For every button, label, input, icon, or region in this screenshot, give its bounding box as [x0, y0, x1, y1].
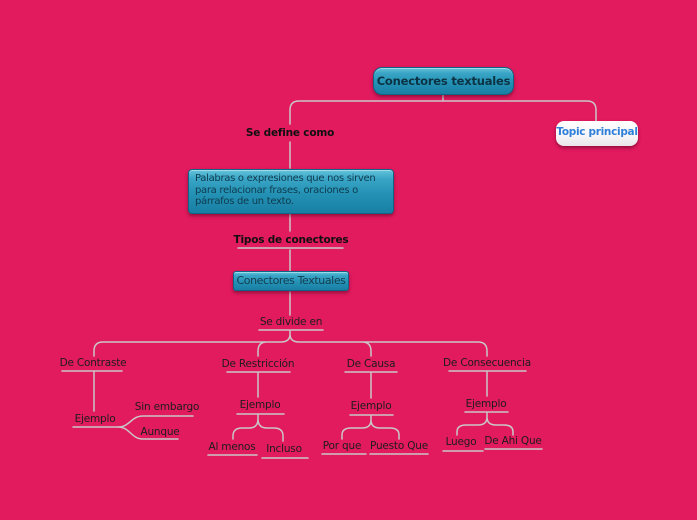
node-ejemplo-causa[interactable]: Ejemplo [350, 400, 392, 412]
node-tipos-de-conectores[interactable]: Tipos de conectores [233, 234, 349, 246]
node-topic-principal[interactable]: Topic principal [556, 121, 638, 146]
node-branch-consecuencia[interactable]: De Consecuencia [443, 357, 531, 369]
wire-branch-split [93, 330, 488, 357]
wire-consecuencia-split [442, 412, 543, 452]
node-example-sin-embargo[interactable]: Sin embargo [134, 401, 200, 413]
node-conectores-textuales[interactable]: Conectores Textuales [233, 271, 349, 291]
node-definition[interactable]: Palabras o expresiones que nos sirven pa… [188, 169, 394, 214]
node-se-divide-en[interactable]: Se divide en [259, 316, 323, 328]
node-example-de-ahi-que[interactable]: De Ahi Que [484, 435, 542, 447]
wire-central [237, 141, 344, 331]
node-ejemplo-consecuencia[interactable]: Ejemplo [465, 398, 507, 410]
node-root[interactable]: Conectores textuales [373, 67, 514, 95]
node-example-por-que[interactable]: Por que [322, 440, 362, 452]
node-example-aunque[interactable]: Aunque [140, 426, 180, 438]
wire-ejemplo-underlines [72, 411, 509, 428]
wire-contraste-bracket [117, 415, 194, 440]
node-example-puesto-que[interactable]: Puesto Que [370, 440, 428, 452]
wire-causa-split [321, 415, 429, 455]
node-branch-contraste[interactable]: De Contraste [59, 357, 127, 369]
wire-root [289, 94, 597, 125]
node-ejemplo-restriccion[interactable]: Ejemplo [239, 399, 281, 411]
node-example-al-menos[interactable]: Al menos [208, 441, 256, 453]
node-ejemplo-contraste[interactable]: Ejemplo [74, 413, 116, 425]
node-se-define-como[interactable]: Se define como [245, 127, 335, 139]
wire-branch-stems [61, 370, 527, 412]
node-example-incluso[interactable]: Incluso [266, 443, 302, 455]
node-example-luego[interactable]: Luego [445, 436, 477, 448]
node-branch-restriccion[interactable]: De Restricción [221, 358, 295, 370]
wire-restriccion-split [207, 413, 309, 459]
node-branch-causa[interactable]: De Causa [346, 358, 396, 370]
